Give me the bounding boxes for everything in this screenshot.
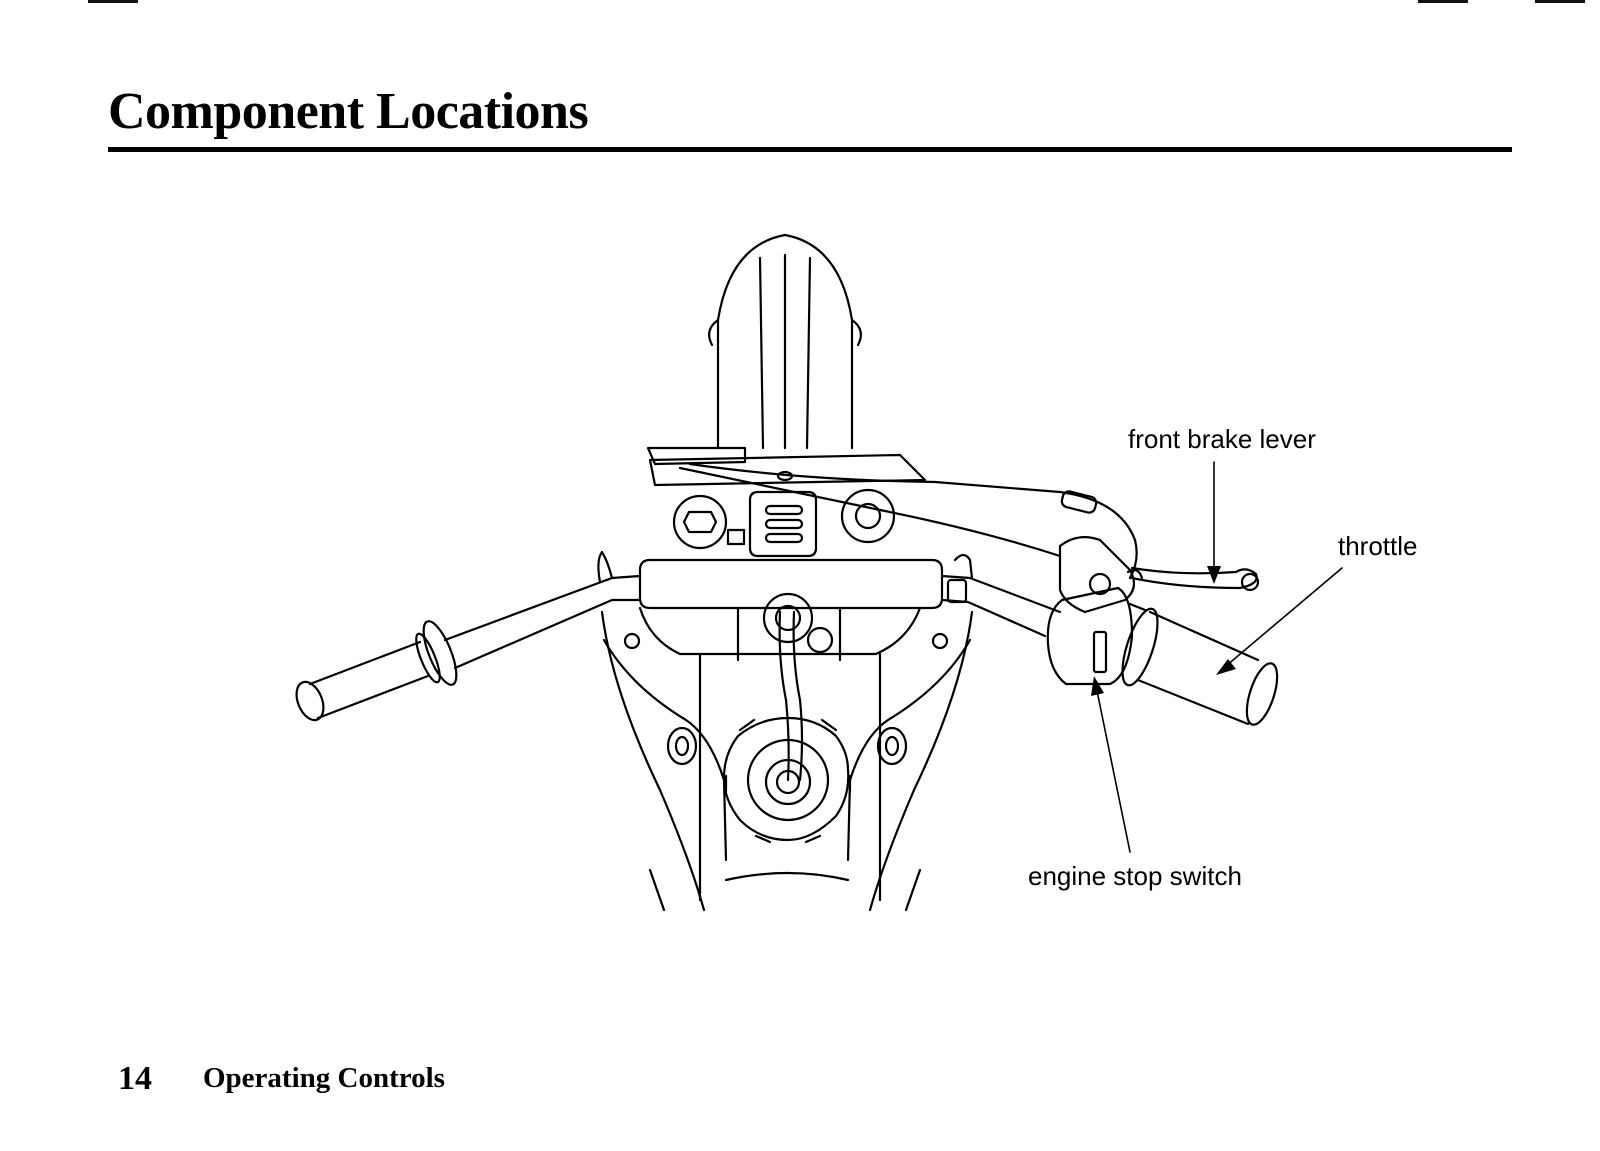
label-throttle: throttle: [1338, 531, 1418, 561]
fuel-cap: [722, 716, 852, 844]
handlebar-pad: [638, 558, 944, 610]
title-rule: [108, 147, 1512, 152]
left-handlebar: [295, 550, 642, 722]
fuel-tank: [600, 606, 974, 912]
label-engine-stop-switch: engine stop switch: [1028, 861, 1242, 891]
front-fender: [707, 233, 863, 450]
page-title: Component Locations: [108, 83, 589, 140]
scan-mark: [1418, 0, 1468, 3]
front-brake-arrowhead: [1207, 566, 1221, 584]
scan-mark: [1535, 0, 1585, 3]
throttle-leader-line: [1225, 567, 1343, 667]
engine-stop-arrowhead: [1091, 676, 1104, 696]
right-handlebar: [940, 535, 1279, 726]
triple-clamp: [646, 446, 927, 558]
label-front-brake-lever: front brake lever: [1128, 424, 1316, 454]
section-name: Operating Controls: [203, 1062, 445, 1094]
leader-lines: [1095, 461, 1343, 853]
scan-mark: [88, 0, 138, 3]
steering-stem: [736, 592, 842, 662]
page-number: 14: [118, 1060, 152, 1097]
engine-stop-leader-line: [1095, 685, 1131, 853]
control-cables: [678, 462, 1138, 782]
throttle-arrowhead: [1216, 659, 1236, 675]
